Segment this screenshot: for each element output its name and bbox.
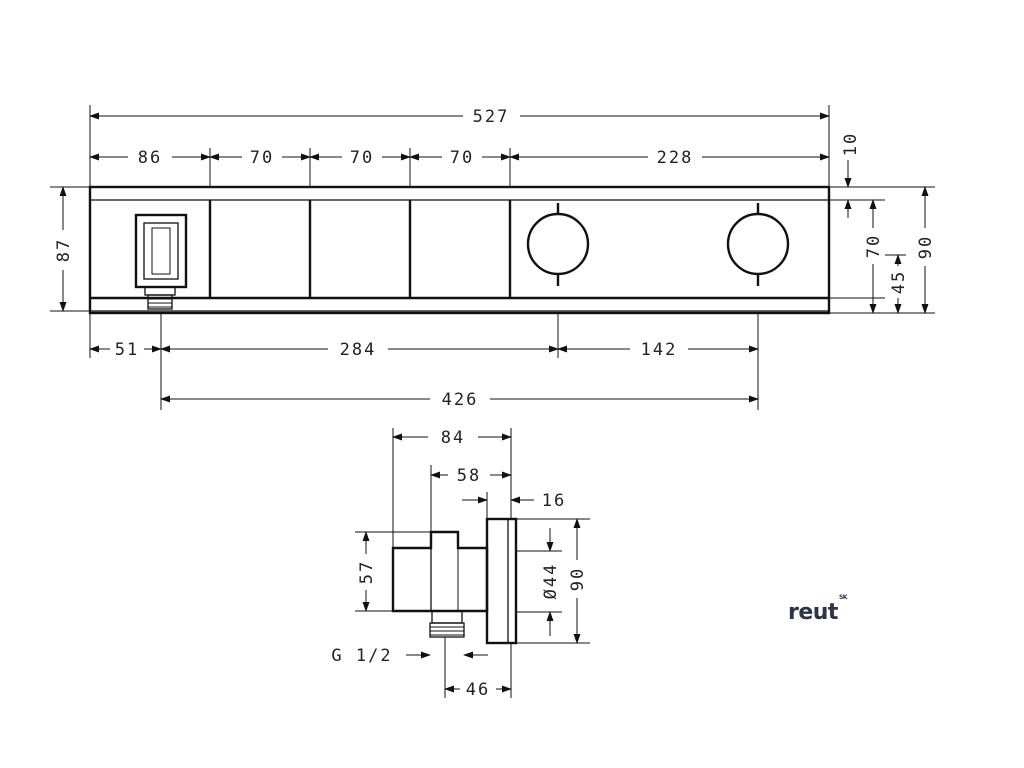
dim-segment-70c: 70 bbox=[450, 148, 474, 168]
dim-side-58: 58 bbox=[457, 466, 481, 486]
side-view: 84 58 16 57 Ø44 90 G 1/2 46 bbox=[331, 428, 590, 700]
thermostat-knob-right bbox=[726, 203, 790, 286]
front-view: 527 86 70 70 70 228 10 87 70 45 bbox=[50, 105, 936, 410]
brand-logo: reutSK bbox=[788, 594, 847, 625]
dim-segment-70b: 70 bbox=[350, 148, 374, 168]
dim-bottom-284: 284 bbox=[340, 340, 377, 360]
dim-bottom-426: 426 bbox=[442, 390, 479, 410]
dim-segment-86: 86 bbox=[138, 148, 162, 168]
dim-side-90: 90 bbox=[568, 567, 588, 591]
thermostat-knob-left bbox=[526, 203, 590, 286]
dim-right-70: 70 bbox=[864, 234, 884, 258]
dim-side-46: 46 bbox=[466, 680, 490, 700]
dim-side-16: 16 bbox=[542, 491, 566, 511]
brand-name: reut bbox=[788, 600, 838, 625]
dim-segment-228: 228 bbox=[657, 148, 694, 168]
dim-left-87: 87 bbox=[54, 238, 74, 262]
dim-bottom-51: 51 bbox=[115, 340, 139, 360]
dim-overall-width: 527 bbox=[473, 107, 510, 127]
dim-top-10: 10 bbox=[841, 132, 861, 156]
dim-thread-g12: G 1/2 bbox=[331, 646, 392, 666]
dim-side-diameter-44: Ø44 bbox=[541, 563, 561, 600]
dim-bottom-142: 142 bbox=[641, 340, 678, 360]
dim-right-45: 45 bbox=[889, 270, 909, 294]
side-plate bbox=[485, 517, 518, 645]
dim-side-84: 84 bbox=[441, 428, 465, 448]
hose-outlet bbox=[134, 213, 188, 310]
dim-right-90: 90 bbox=[916, 235, 936, 259]
dim-side-57: 57 bbox=[357, 560, 377, 584]
plate-outline bbox=[88, 185, 831, 315]
dim-segment-70a: 70 bbox=[250, 148, 274, 168]
brand-sup: SK bbox=[838, 593, 847, 601]
side-body bbox=[391, 530, 489, 613]
